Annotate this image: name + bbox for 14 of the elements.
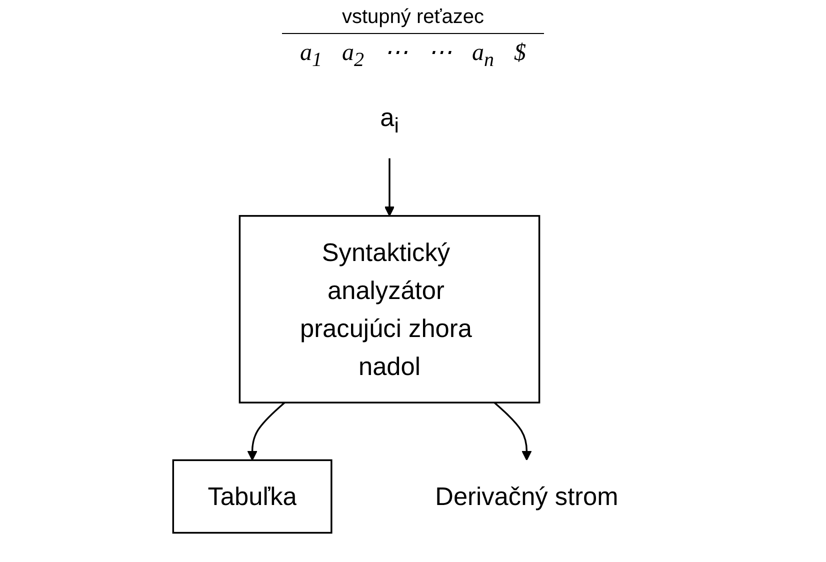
input-symbol: a$_{1}$ (300, 40, 322, 66)
input-symbol: $ (514, 40, 526, 66)
caption-text: vstupný reťazec (282, 6, 544, 34)
input-symbol: ⋯ (384, 40, 408, 66)
node-text: a$_{i}$ (380, 102, 399, 137)
input-symbol: ⋯ (428, 40, 452, 66)
arrow (494, 402, 532, 460)
node-box: Syntaktický analyzátor pracujúci zhora nadol (238, 214, 540, 404)
input-symbol: a$_{n}$ (472, 40, 494, 66)
node-box: Tabuľka (172, 459, 332, 534)
input-symbol: a$_{2}$ (342, 40, 364, 66)
arrow (247, 402, 286, 460)
node-text: Derivačný strom (435, 482, 618, 511)
arrow (384, 158, 395, 216)
